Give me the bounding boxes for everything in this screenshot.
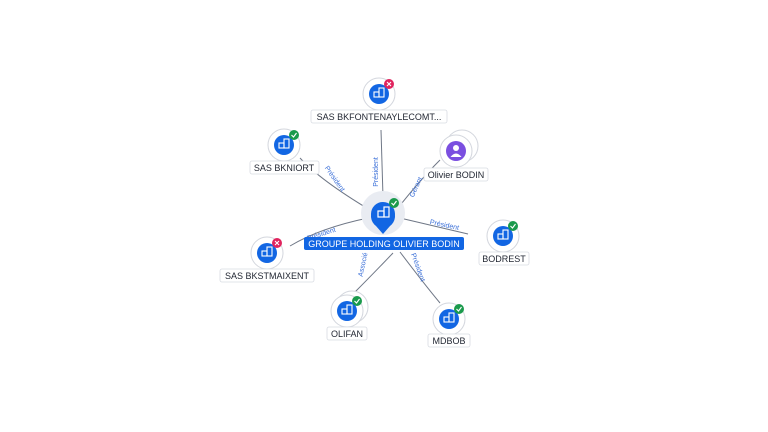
node-label-olivier: Olivier BODIN — [428, 170, 485, 180]
company-icon — [278, 138, 290, 149]
check-icon — [508, 221, 518, 231]
center-label-box — [304, 237, 464, 250]
node-label-mdbob: MDBOB — [432, 336, 465, 346]
edge-label-bkfontenay: Président — [373, 157, 380, 187]
edge-label-bkniort: Président — [323, 165, 346, 193]
edge-bkfontenay: Président — [373, 129, 384, 198]
company-icon — [373, 87, 385, 98]
edge-label-olifan: Associé — [358, 252, 370, 278]
center-label: GROUPE HOLDING OLIVIER BODIN — [308, 239, 460, 249]
check-icon — [352, 296, 362, 306]
node-mdbob[interactable]: MDBOB — [427, 302, 471, 348]
node-label-bodrest: BODREST — [482, 254, 526, 264]
company-icon — [443, 312, 455, 323]
edge-label-olivier: Gérant — [409, 176, 424, 198]
edge-olivier: Gérant — [397, 159, 441, 209]
edge-label-bodrest: Président — [429, 219, 459, 232]
node-olivier[interactable]: Olivier BODIN — [423, 129, 489, 182]
check-icon — [289, 130, 299, 140]
node-label-bkstmaixent: SAS BKSTMAIXENT — [225, 271, 310, 281]
check-icon — [454, 304, 464, 314]
company-icon — [497, 229, 509, 240]
node-olifan[interactable]: OLIFAN — [326, 290, 369, 341]
close-icon — [384, 79, 394, 89]
check-icon — [389, 198, 399, 208]
node-label-olifan: OLIFAN — [331, 329, 363, 339]
company-icon — [377, 206, 390, 218]
node-bkstmaixent[interactable]: SAS BKSTMAIXENT — [219, 236, 315, 283]
node-label-box — [423, 167, 489, 182]
node-bodrest[interactable]: BODREST — [478, 219, 530, 266]
node-label-box — [427, 333, 471, 348]
person-icon — [450, 145, 462, 157]
node-label-bkniort: SAS BKNIORT — [254, 163, 315, 173]
company-icon — [341, 304, 353, 315]
edge-mdbob: Président — [399, 251, 441, 304]
node-label-box — [219, 268, 315, 283]
center-node[interactable]: GROUPE HOLDING OLIVIER BODIN — [304, 191, 464, 250]
edge-bodrest: Président — [399, 217, 469, 235]
close-icon — [272, 238, 282, 248]
node-label-bkfontenay: SAS BKFONTENAYLECOMT... — [317, 112, 442, 122]
node-label-box — [326, 326, 368, 341]
edge-olifan: Associé — [354, 252, 394, 293]
node-label-box — [478, 251, 530, 266]
node-bkniort[interactable]: SAS BKNIORT — [249, 128, 320, 175]
node-bkfontenay[interactable]: SAS BKFONTENAYLECOMT... — [310, 77, 448, 124]
company-icon — [261, 246, 273, 257]
node-label-box — [310, 109, 448, 124]
node-label-box — [249, 160, 320, 175]
